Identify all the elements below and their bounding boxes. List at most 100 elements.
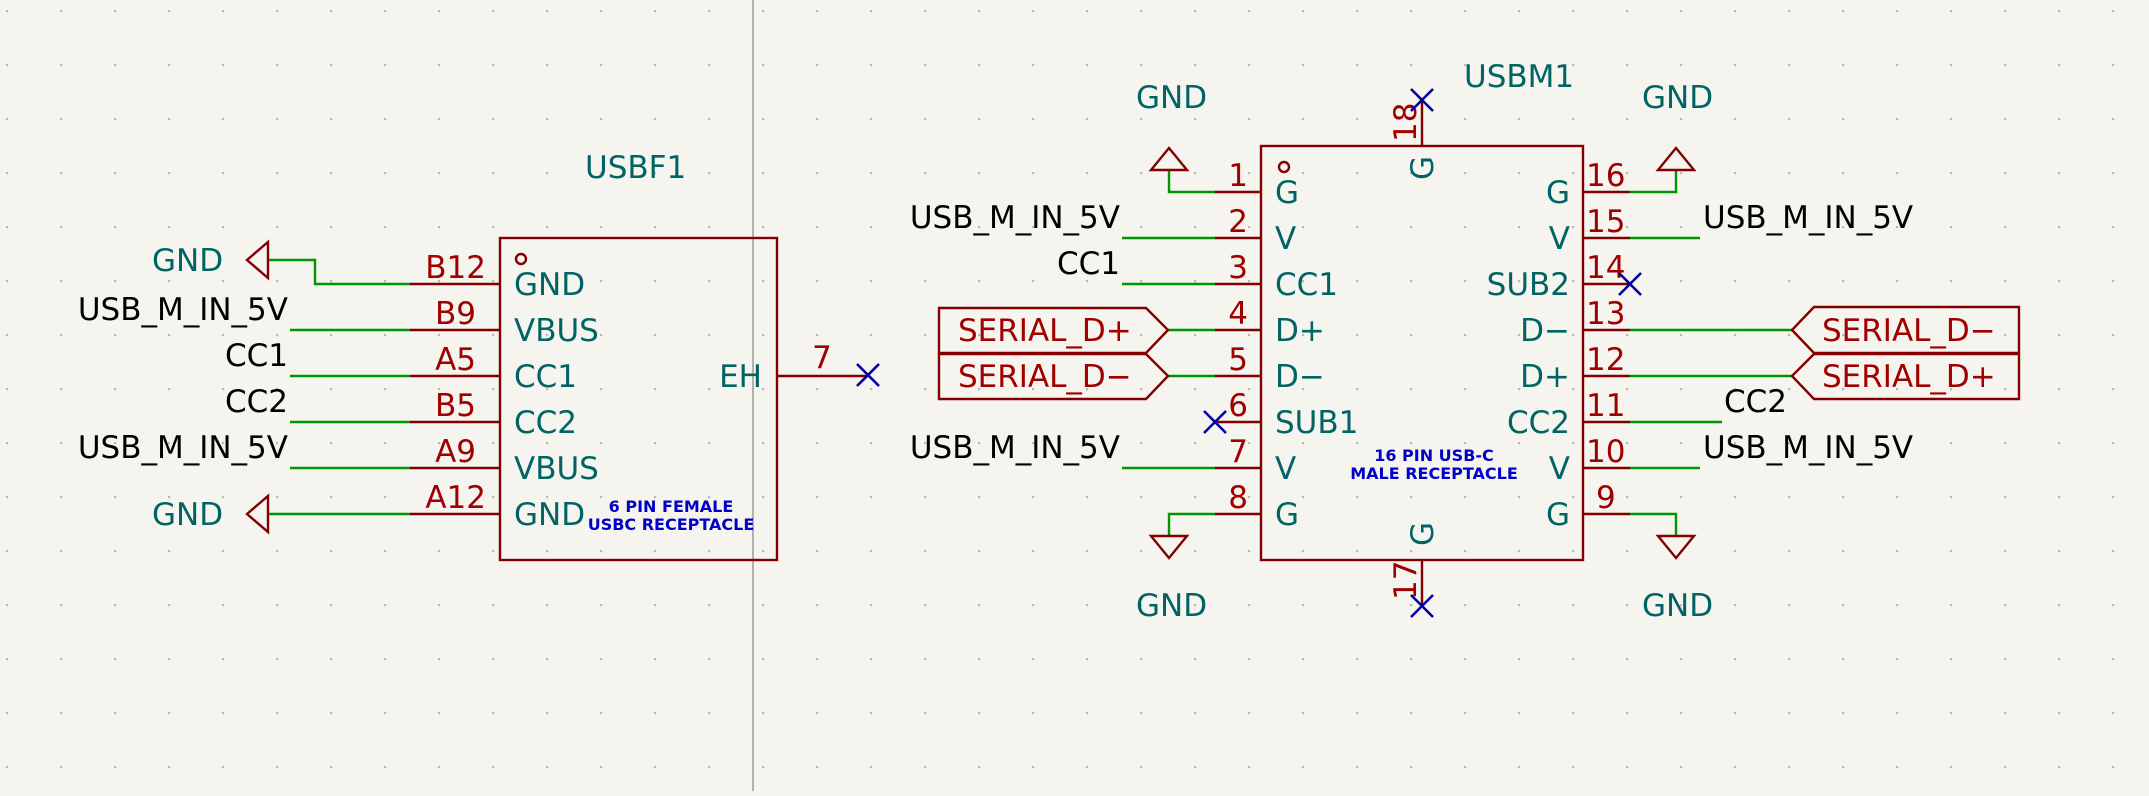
- power-label: GND: [1136, 80, 1207, 116]
- hier-label-text: SERIAL_D−: [1822, 313, 1996, 349]
- usbf1-pin-name: EH: [719, 359, 762, 395]
- usbm1-pin-name: G: [1275, 175, 1299, 211]
- usbm1-pin-number: 18: [1388, 103, 1424, 142]
- usbf1-pin-number: A9: [435, 434, 476, 470]
- usbm1-pin-number: 14: [1586, 250, 1625, 286]
- power-label: GND: [1642, 588, 1713, 624]
- gnd-symbol-left-bottom[interactable]: GND: [152, 493, 270, 535]
- usbm1-pin-number: 8: [1228, 480, 1248, 516]
- no-connect-flag-pin17[interactable]: [1410, 594, 1434, 618]
- wire-gnd-pin1[interactable]: [1167, 170, 1215, 194]
- wire-gnd-b12[interactable]: [268, 258, 410, 286]
- usbm1-pin-name: G: [1275, 497, 1299, 533]
- usbm1-pin-number: 6: [1228, 388, 1248, 424]
- usbf1-pin-number: A5: [435, 342, 476, 378]
- usbf1-pin-number: 7: [812, 340, 832, 376]
- usbm1-symbol[interactable]: USBM1 16 PIN USB-C MALE RECEPTACLE 1 2 3…: [1215, 59, 1630, 606]
- hier-label-text: SERIAL_D+: [958, 313, 1132, 349]
- usbm1-pin-name: D−: [1520, 313, 1570, 349]
- usbm1-pin-number: 16: [1586, 158, 1625, 194]
- wire-gnd-pin8[interactable]: [1167, 512, 1215, 536]
- usbf1-body: [498, 236, 779, 562]
- usbm1-pin-name: G: [1405, 156, 1441, 180]
- usbm1-pin-name: D+: [1275, 313, 1325, 349]
- gnd-symbol-m-bottom-right[interactable]: GND: [1642, 534, 1713, 624]
- usbf1-pin-name: CC2: [514, 405, 577, 441]
- hier-label-text: SERIAL_D+: [1822, 359, 1996, 395]
- gnd-symbol-m-top-left[interactable]: GND: [1136, 80, 1207, 172]
- usbm1-pin-number: 1: [1228, 158, 1248, 194]
- hier-label-serial-dp-right[interactable]: SERIAL_D+: [1790, 352, 2021, 401]
- usbm1-pin-number: 15: [1586, 204, 1625, 240]
- usbf1-pin-number: B9: [435, 296, 476, 332]
- net-label: CC1: [1057, 246, 1120, 282]
- net-label: CC1: [225, 338, 288, 374]
- usbf1-pin-name: GND: [514, 497, 585, 533]
- net-label: CC2: [1724, 384, 1787, 420]
- usbf1-pin-name: VBUS: [514, 313, 599, 349]
- usbm1-pin-name: G: [1405, 522, 1441, 546]
- usbf1-symbol[interactable]: USBF1 6 PIN FEMALE USBC RECEPTACLE B12 B…: [410, 150, 868, 562]
- usbm1-pin-number: 3: [1228, 250, 1248, 286]
- no-connect-flag-pin18[interactable]: [1410, 88, 1434, 112]
- usbm1-pin-name: V: [1549, 451, 1570, 487]
- usbm1-reference: USBM1: [1464, 59, 1574, 95]
- usbf1-pin-number: B12: [425, 250, 486, 286]
- usbf1-desc-line1: 6 PIN FEMALE: [609, 497, 734, 516]
- usbm1-pin-number: 9: [1596, 480, 1616, 516]
- wire-gnd-pin16[interactable]: [1630, 170, 1678, 194]
- usbf1-pin-name: CC1: [514, 359, 577, 395]
- usbm1-pin-number: 10: [1586, 434, 1625, 470]
- usbm1-pin-name: CC1: [1275, 267, 1338, 303]
- wire-gnd-pin9[interactable]: [1630, 512, 1678, 536]
- net-label: USB_M_IN_5V: [1703, 430, 1913, 466]
- usbm1-pin-name: D−: [1275, 359, 1325, 395]
- usbf1-reference: USBF1: [585, 150, 686, 186]
- net-label: CC2: [225, 384, 288, 420]
- power-label: GND: [1136, 588, 1207, 624]
- usbf1-pin-name: GND: [514, 267, 585, 303]
- hier-label-serial-dm-left[interactable]: SERIAL_D−: [937, 352, 1170, 401]
- usbm1-desc-line1: 16 PIN USB-C: [1374, 446, 1494, 465]
- net-label: USB_M_IN_5V: [910, 430, 1120, 466]
- net-label: USB_M_IN_5V: [910, 200, 1120, 236]
- no-connect-flag-eh[interactable]: [856, 363, 880, 387]
- usbm1-pin-name: G: [1546, 497, 1570, 533]
- net-label: USB_M_IN_5V: [1703, 200, 1913, 236]
- usbf1-pin1-marker: [514, 252, 528, 266]
- usbm1-pin-name: SUB2: [1487, 267, 1570, 303]
- usbf1-desc-line2: USBC RECEPTACLE: [588, 515, 755, 534]
- usbm1-pin-number: 12: [1586, 342, 1625, 378]
- usbm1-pin-number: 13: [1586, 296, 1625, 332]
- usbm1-pin-name: CC2: [1507, 405, 1570, 441]
- usbm1-pin-name: SUB1: [1275, 405, 1358, 441]
- net-label: USB_M_IN_5V: [78, 292, 288, 328]
- usbm1-pin-name: V: [1275, 451, 1296, 487]
- no-connect-flag-pin6[interactable]: [1203, 410, 1227, 434]
- usbf1-pin-number: A12: [425, 480, 486, 516]
- usbm1-desc-line2: MALE RECEPTACLE: [1350, 464, 1518, 483]
- power-label: GND: [1642, 80, 1713, 116]
- usbm1-pin-number: 2: [1228, 204, 1248, 240]
- gnd-symbol-m-bottom-left[interactable]: GND: [1136, 534, 1207, 624]
- hier-label-text: SERIAL_D−: [958, 359, 1132, 395]
- usbm1-pin-number: 5: [1228, 342, 1248, 378]
- no-connect-flag-pin14[interactable]: [1618, 272, 1642, 296]
- gnd-symbol-left-top[interactable]: GND: [152, 239, 270, 281]
- usbm1-pin-number: 11: [1586, 388, 1625, 424]
- usbm1-pin1-marker: [1277, 160, 1291, 174]
- usbm1-pin-name: V: [1549, 221, 1570, 257]
- net-label: USB_M_IN_5V: [78, 430, 288, 466]
- gnd-symbol-m-top-right[interactable]: GND: [1642, 80, 1713, 172]
- usbm1-pin-name: V: [1275, 221, 1296, 257]
- power-label: GND: [152, 243, 223, 279]
- hier-label-serial-dm-right[interactable]: SERIAL_D−: [1790, 305, 2021, 355]
- usbm1-pin-name: G: [1546, 175, 1570, 211]
- usbm1-pin-number: 4: [1228, 296, 1248, 332]
- usbm1-pin-number: 7: [1228, 434, 1248, 470]
- usbf1-pin-number: B5: [435, 388, 476, 424]
- hier-label-serial-dp-left[interactable]: SERIAL_D+: [937, 306, 1170, 355]
